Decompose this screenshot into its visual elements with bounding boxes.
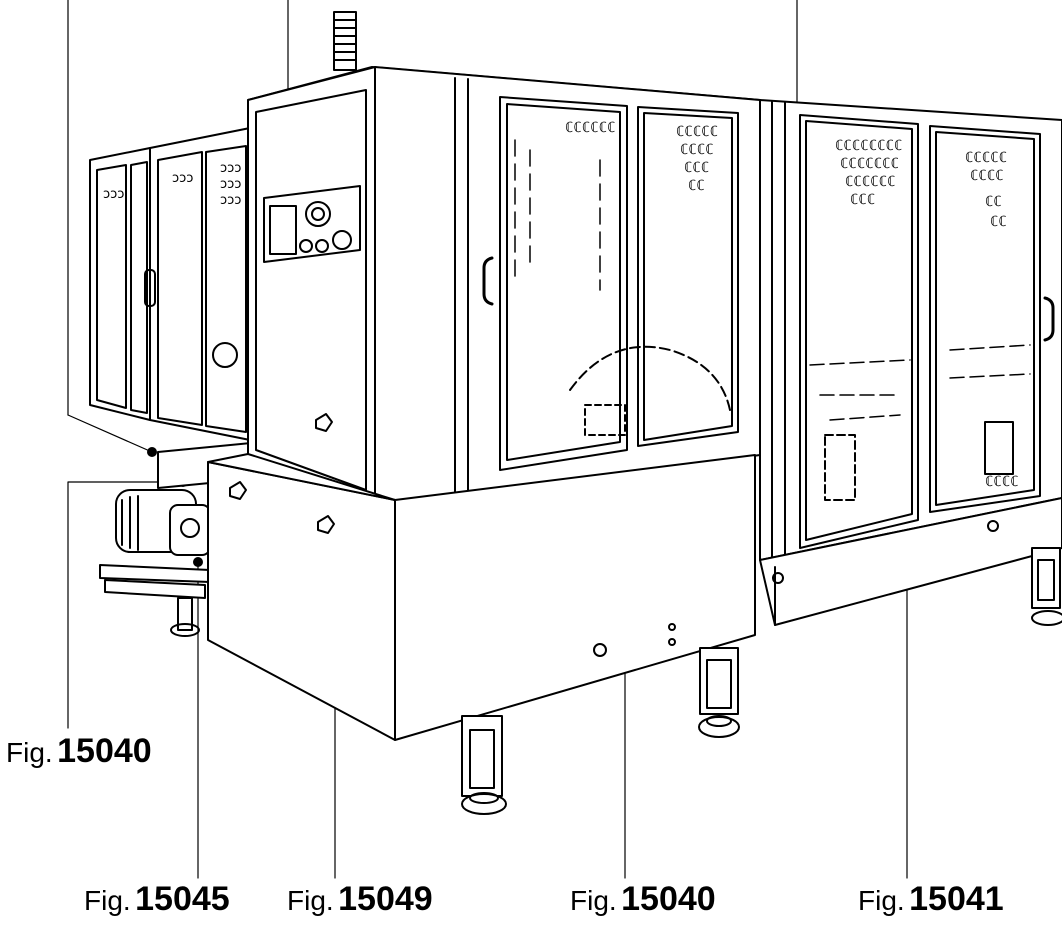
svg-text:ℂℂℂℂ: ℂℂℂℂ: [680, 142, 714, 158]
signal-beacon: [333, 11, 357, 71]
left-rear-cabinet: ɔɔɔ ɔɔɔ ɔɔɔ ɔɔɔ ɔɔɔ: [89, 127, 251, 441]
callout-number: 15040: [621, 880, 716, 918]
callout-prefix: Fig.: [858, 885, 905, 916]
callout-prefix: Fig.: [570, 885, 617, 916]
callout-number: 15045: [135, 880, 230, 918]
svg-text:ℂℂ: ℂℂ: [990, 214, 1007, 230]
svg-text:ɔɔɔ: ɔɔɔ: [220, 193, 241, 208]
control-cabinet: ℂℂℂℂℂℂ ℂℂℂℂℂ ℂℂℂℂ ℂℂℂ ℂℂ: [247, 66, 761, 509]
svg-text:ℂℂℂℂℂ: ℂℂℂℂℂ: [965, 150, 1007, 166]
callout-number: 15041: [909, 880, 1004, 918]
svg-text:ℂℂℂ: ℂℂℂ: [850, 192, 875, 208]
svg-text:ɔɔɔ: ɔɔɔ: [220, 177, 241, 192]
callout-label: Fig. 15040: [570, 882, 716, 916]
callout-number: 15040: [57, 732, 152, 770]
pump-unit: [99, 441, 263, 637]
svg-text:ℂℂℂℂℂℂℂℂ: ℂℂℂℂℂℂℂℂ: [835, 138, 902, 154]
right-cabinet: ℂℂℂℂℂℂℂℂ ℂℂℂℂℂℂℂ ℂℂℂℂℂℂ ℂℂℂ ℂℂℂℂℂ ℂℂℂℂ ℂ…: [759, 99, 1062, 626]
right-legs: [1031, 547, 1062, 626]
svg-text:ℂℂ: ℂℂ: [985, 194, 1002, 210]
callout-label: Fig. 15045: [84, 882, 230, 916]
svg-text:ɔɔɔ: ɔɔɔ: [172, 171, 193, 186]
svg-text:ℂℂℂℂ: ℂℂℂℂ: [985, 474, 1019, 490]
svg-text:ℂℂℂℂℂ: ℂℂℂℂℂ: [676, 124, 718, 140]
svg-text:ɔɔɔ: ɔɔɔ: [103, 187, 124, 202]
callout-prefix: Fig.: [6, 737, 53, 768]
svg-text:ɔɔɔ: ɔɔɔ: [220, 161, 241, 176]
legs: [461, 647, 740, 815]
callout-number: 15049: [338, 880, 433, 918]
callout-prefix: Fig.: [287, 885, 334, 916]
callout-prefix: Fig.: [84, 885, 131, 916]
callout-label: Fig. 15040: [6, 734, 152, 768]
svg-text:ℂℂ: ℂℂ: [688, 178, 705, 194]
callout-label: Fig. 15049: [287, 882, 433, 916]
svg-text:ℂℂℂℂℂℂℂ: ℂℂℂℂℂℂℂ: [840, 156, 899, 172]
svg-text:ℂℂℂ: ℂℂℂ: [684, 160, 709, 176]
svg-text:ℂℂℂℂℂℂ: ℂℂℂℂℂℂ: [845, 174, 896, 190]
base-box: [207, 453, 756, 741]
callout-label: Fig. 15041: [858, 882, 1004, 916]
svg-text:ℂℂℂℂℂℂ: ℂℂℂℂℂℂ: [565, 120, 616, 136]
svg-text:ℂℂℂℂ: ℂℂℂℂ: [970, 168, 1004, 184]
